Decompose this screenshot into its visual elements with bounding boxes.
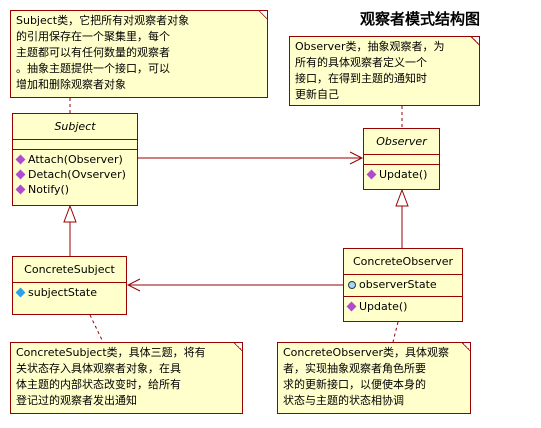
attribute-subject-state: subjectState [15,285,122,300]
attributes-section [364,155,439,165]
generalization-triangle-observer [395,188,409,207]
class-name: Observer [364,129,439,155]
class-concrete-observer[interactable]: ConcreteObserver observerState Update() [343,248,463,322]
operation-attach: Attach(Observer) [15,152,133,167]
operation-update: Update() [346,299,458,314]
class-name: Subject [13,114,137,140]
operation-update: Update() [366,167,435,182]
operation-notify: Notify() [15,182,133,197]
operation-label: Detach(Ovserver) [28,168,126,181]
attribute-icon [15,287,26,298]
operation-icon [15,184,26,195]
note-concrete-subject: ConcreteSubject类，具体三题，将有 关状态存入具体观察者对象，在具… [10,342,243,414]
operations-section: Update() [344,297,462,316]
association-arrowhead-observer [349,151,364,165]
attribute-label: observerState [359,278,437,291]
operation-icon [346,301,357,312]
class-subject[interactable]: Subject Attach(Observer) Detach(Ovserver… [12,113,138,206]
association-arrowhead-subject [126,278,141,292]
operation-icon [15,154,26,165]
operations-section: Attach(Observer) Detach(Ovserver) Notify… [13,150,137,199]
operation-label: Attach(Observer) [28,153,123,166]
note-concrete-observer: ConcreteObserver类，具体观察 者，实现抽象观察者角色所要 求的更… [277,342,471,414]
class-observer[interactable]: Observer Update() [363,128,440,190]
operations-section: Update() [364,165,439,184]
operation-label: Notify() [28,183,70,196]
operation-label: Update() [359,300,408,313]
diagram-title: 观察者模式结构图 [360,10,481,28]
class-name: ConcreteSubject [13,257,126,283]
generalization-triangle-subject [63,204,77,223]
operation-icon [15,169,26,180]
attribute-observer-state: observerState [348,277,458,292]
protected-attribute-icon [348,280,356,289]
note-anchor-concrete-observer [392,321,399,343]
operation-detach: Detach(Ovserver) [15,167,133,182]
note-subject: Subject类，它把所有对观察者对象 的引用保存在一个聚集里，每个 主题都可以… [10,10,268,98]
attribute-label: subjectState [28,286,97,299]
operation-label: Update() [379,168,428,181]
class-name: ConcreteObserver [344,249,462,275]
note-observer: Observer类，抽象观察者，为 所有的具体观察者定义一个 接口，在得到主题的… [289,36,480,106]
attributes-section [13,140,137,150]
operation-icon [366,169,377,180]
class-concrete-subject[interactable]: ConcreteSubject subjectState [12,256,127,315]
note-anchor-concrete-subject [89,314,104,343]
attributes-section: observerState [344,275,462,297]
attributes-section: subjectState [13,283,126,302]
